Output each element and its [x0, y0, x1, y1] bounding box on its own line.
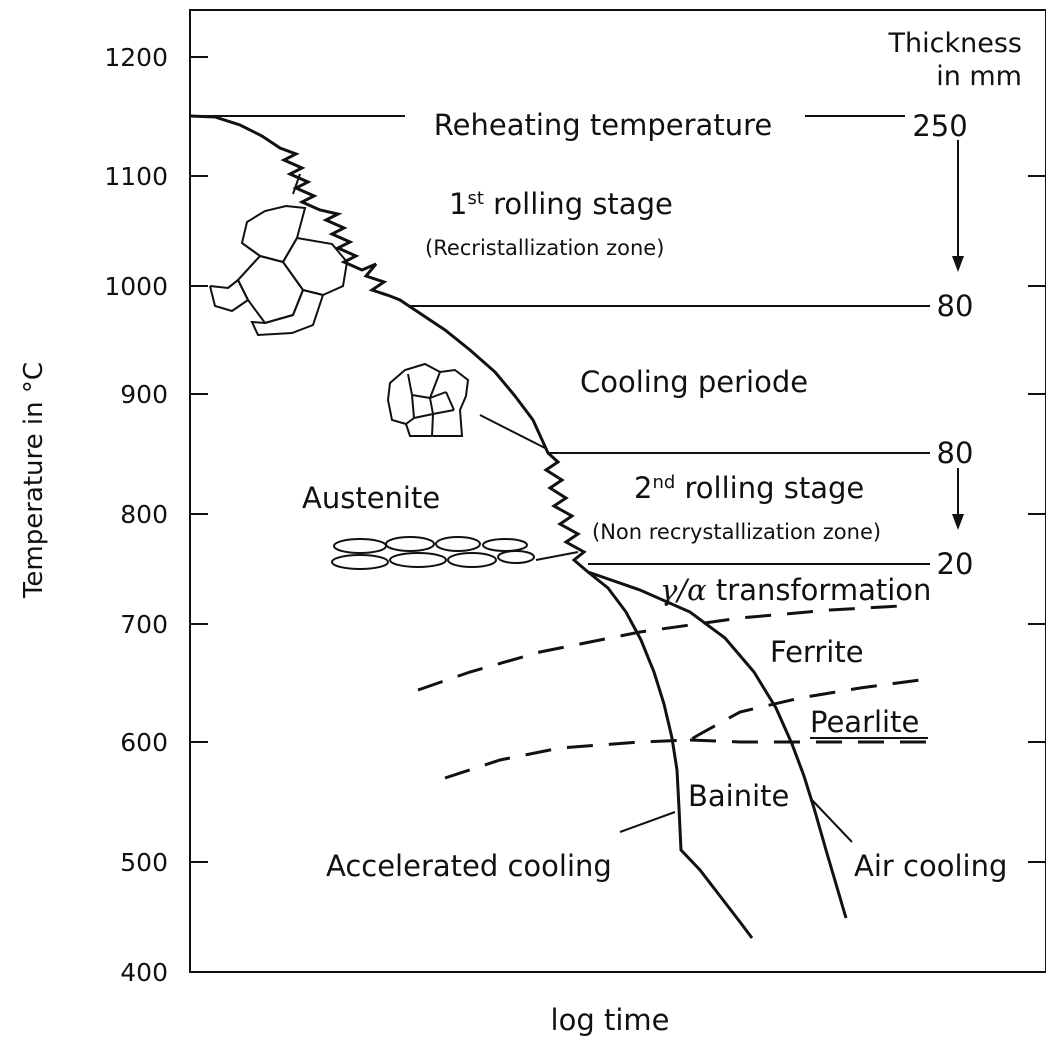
- rolling-stage-1-label: 1st rolling stage: [449, 187, 673, 221]
- thickness-arrow-down: [952, 140, 964, 272]
- thickness-value: 20: [937, 547, 974, 581]
- leader-line: [479, 414, 546, 449]
- pearlite-dashed-line: [689, 738, 930, 744]
- accelerated-cooling-curve: [587, 570, 754, 939]
- reheating-label: Reheating temperature: [434, 108, 772, 142]
- leader-line: [292, 173, 301, 195]
- accelerated-cooling-label: Accelerated cooling: [326, 849, 612, 883]
- recrystallized-grains-icon: [209, 204, 349, 337]
- recrystallization-zone-label: (Recristallization zone): [425, 236, 664, 260]
- thickness-arrow-down: [952, 468, 964, 530]
- air-cooling-curve: [587, 570, 848, 919]
- thickness-value: 80: [937, 436, 974, 470]
- y-tick-label: 900: [120, 380, 168, 409]
- y-axis-title: Temperature in °C: [19, 362, 49, 599]
- cooling-periode-label: Cooling periode: [580, 365, 808, 399]
- thickness-header: Thickness: [888, 28, 1022, 59]
- y-tick-label: 1200: [104, 43, 168, 72]
- y-tick-label: 600: [120, 728, 168, 757]
- air-cooling-label: Air cooling: [854, 849, 1007, 883]
- leader-line: [535, 551, 579, 561]
- y-tick-label: 1000: [104, 272, 168, 301]
- y-tick-label: 700: [120, 610, 168, 639]
- leader-line: [811, 799, 853, 843]
- transformation-start-dashed-line: [417, 604, 901, 692]
- plot-frame: [189, 9, 1046, 973]
- thickness-value: 250: [912, 109, 967, 143]
- transformation-label: γ/α transformation: [660, 573, 931, 607]
- elongated-grains-icon: [331, 536, 535, 570]
- y-tick-label: 500: [120, 848, 168, 877]
- right-axis-ticks: [1028, 175, 1046, 863]
- cooling-curve: [189, 114, 589, 574]
- thickness-value: 80: [937, 289, 974, 323]
- leader-line: [619, 811, 676, 833]
- ferrite-label: Ferrite: [770, 635, 864, 669]
- y-axis-ticks: [190, 56, 208, 863]
- transformation-end-dashed-line: [444, 678, 921, 780]
- y-tick-label: 1100: [104, 162, 168, 191]
- austenite-label: Austenite: [302, 481, 440, 515]
- non-recrystallization-zone-label: (Non recrystallization zone): [592, 520, 881, 544]
- x-axis-title: log time: [551, 1003, 670, 1037]
- y-tick-label: 400: [120, 958, 168, 987]
- pearlite-label: Pearlite: [810, 705, 919, 739]
- y-tick-label: 800: [120, 500, 168, 529]
- rolling-stage-2-label: 2nd rolling stage: [634, 471, 864, 505]
- bainite-label: Bainite: [688, 779, 789, 813]
- fine-grains-icon: [386, 362, 470, 437]
- thickness-header-unit: in mm: [936, 61, 1022, 92]
